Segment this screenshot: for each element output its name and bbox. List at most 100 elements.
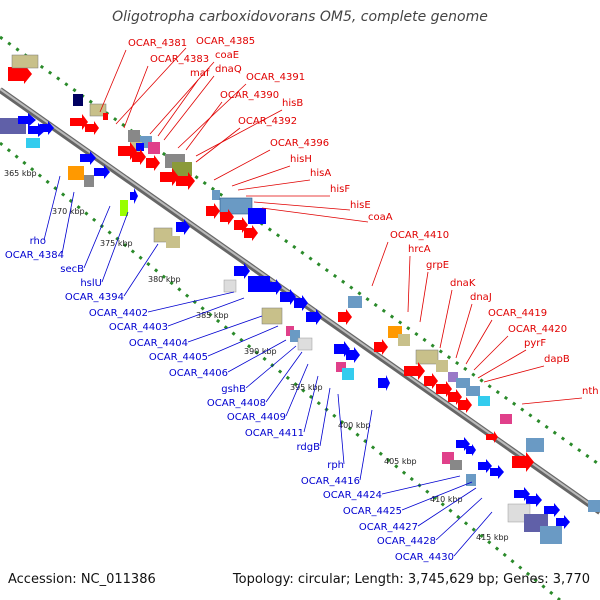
leader-line xyxy=(359,409,373,481)
gene-box xyxy=(448,372,458,382)
genome-title: Oligotropha carboxidovorans OM5, complet… xyxy=(112,9,488,25)
gene-label-forward: OCAR_4391 xyxy=(246,72,305,83)
gene-arrow xyxy=(338,309,352,325)
scale-tick-label: 400 kbp xyxy=(338,421,371,430)
gene-box xyxy=(290,330,300,342)
gene-label-reverse: OCAR_4403 xyxy=(109,322,168,333)
gene-label-reverse: rdgB xyxy=(297,442,321,453)
leader-line xyxy=(147,291,235,313)
gene-arrow xyxy=(103,113,108,120)
scale-tick-label: 415 kbp xyxy=(476,533,509,542)
leader-line xyxy=(453,511,493,557)
gene-arrow xyxy=(85,121,99,135)
gene-arrow xyxy=(266,279,282,295)
scale-tick-label: 385 kbp xyxy=(196,311,229,320)
accession-text: Accession: NC_011386 xyxy=(8,572,156,587)
scale-tick-label: 395 kbp xyxy=(290,383,323,392)
gene-arrow xyxy=(70,114,88,130)
gene-arrow xyxy=(176,219,190,235)
scale-tick-label: 405 kbp xyxy=(384,457,417,466)
gene-box xyxy=(588,500,600,512)
gene-arrow xyxy=(130,188,138,204)
scale-tick-label: 380 kbp xyxy=(148,275,181,284)
gene-label-reverse: hslU xyxy=(80,278,102,289)
leader-line xyxy=(163,75,215,141)
leader-line xyxy=(187,315,263,343)
leader-line xyxy=(195,109,283,157)
gene-label-forward: OCAR_4419 xyxy=(488,308,547,319)
gene-label-forward: OCAR_4396 xyxy=(270,138,329,149)
gene-box xyxy=(540,526,562,544)
gene-arrow xyxy=(306,309,322,325)
gene-box xyxy=(73,94,83,106)
gene-arrow xyxy=(374,339,388,355)
gene-arrow xyxy=(220,209,234,225)
gene-box xyxy=(348,296,362,308)
leader-line xyxy=(435,497,483,541)
gene-arrow xyxy=(132,149,146,165)
gene-arrow xyxy=(176,172,195,190)
scale-tick-label: 370 kbp xyxy=(52,207,85,216)
gene-arrow xyxy=(526,493,542,507)
leader-line xyxy=(455,303,473,359)
leader-line xyxy=(381,475,461,495)
gene-label-forward: dapB xyxy=(544,354,570,365)
gene-arrow xyxy=(40,121,54,135)
gene-label-forward: hisB xyxy=(282,98,303,109)
gene-label-forward: OCAR_4410 xyxy=(390,230,449,241)
gene-arrow xyxy=(18,113,36,127)
gene-label-forward: hisH xyxy=(290,154,312,165)
gene-arrow xyxy=(146,155,160,171)
gene-box xyxy=(248,276,270,292)
gene-arrow xyxy=(234,263,250,279)
gene-box xyxy=(84,175,94,187)
gene-label-forward: grpE xyxy=(426,260,449,271)
gene-label-reverse: OCAR_4406 xyxy=(169,368,228,379)
gene-label-forward: OCAR_4392 xyxy=(238,116,297,127)
gene-label-forward: dnaK xyxy=(450,278,476,289)
gene-label-forward: hisA xyxy=(310,168,331,179)
gene-label-forward: maf xyxy=(190,68,210,79)
gene-box xyxy=(120,200,128,216)
leader-line xyxy=(195,127,241,163)
gene-arrow xyxy=(294,295,308,311)
gene-label-reverse: OCAR_4409 xyxy=(227,412,286,423)
gene-label-forward: OCAR_4420 xyxy=(508,324,567,335)
leader-line xyxy=(185,101,223,151)
leader-line xyxy=(407,255,411,313)
gene-label-reverse: OCAR_4404 xyxy=(129,338,188,349)
gene-arrow xyxy=(424,373,438,389)
gene-label-forward: dnaJ xyxy=(470,292,492,303)
leader-line xyxy=(99,49,127,113)
leader-line xyxy=(245,345,297,389)
leader-line xyxy=(231,165,291,187)
gene-box xyxy=(68,166,84,180)
gene-label-reverse: OCAR_4428 xyxy=(377,536,436,547)
leader-line xyxy=(473,335,509,371)
leader-line xyxy=(207,325,279,357)
gene-label-reverse: secB xyxy=(60,264,84,275)
leader-line xyxy=(261,207,369,223)
gene-arrow xyxy=(544,503,560,517)
gene-label-reverse: rph xyxy=(327,460,344,471)
leader-line xyxy=(237,179,311,191)
leader-line xyxy=(285,363,309,417)
gene-label-reverse: OCAR_4424 xyxy=(323,490,382,501)
gene-label-reverse: OCAR_4425 xyxy=(343,506,402,517)
gene-box xyxy=(336,362,346,372)
leader-line xyxy=(227,339,287,373)
gene-label-forward: OCAR_4390 xyxy=(220,90,279,101)
gene-label-reverse: OCAR_4405 xyxy=(149,352,208,363)
gene-label-reverse: OCAR_4411 xyxy=(245,428,304,439)
leader-line xyxy=(303,375,319,433)
gene-arrow xyxy=(160,168,179,186)
gene-box xyxy=(248,208,266,224)
gene-arrow xyxy=(404,362,425,380)
gene-arrow xyxy=(280,289,296,305)
leader-line xyxy=(477,349,527,379)
gene-arrow xyxy=(80,151,96,165)
gene-box xyxy=(297,337,313,351)
gene-label-forward: pyrF xyxy=(524,338,546,349)
scale-tick-label: 410 kbp xyxy=(430,495,463,504)
gene-box xyxy=(172,162,192,176)
